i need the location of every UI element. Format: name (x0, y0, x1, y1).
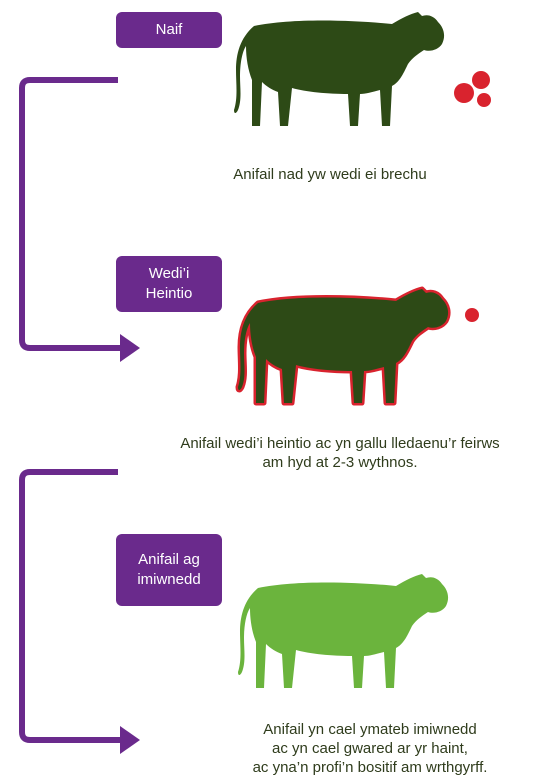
virus-particle-icon (472, 71, 490, 89)
caption-line: ac yn cael gwared ar yr haint, (272, 740, 468, 757)
caption-line: Anifail nad yw wedi ei brechu (233, 166, 427, 183)
caption-naive: Anifail nad yw wedi ei brechu (180, 165, 480, 184)
stage-label-infected: Wedi’i Heintio (116, 256, 222, 312)
arrow-head-immune (120, 726, 140, 754)
cow-naive-icon (234, 12, 445, 126)
cow-infected-icon (235, 286, 451, 406)
caption-line: ac yna’n profi’n bositif am wrthgyrff. (252, 759, 488, 776)
arrow-infected-to-immune (19, 469, 122, 743)
arrow-naive-to-infected (19, 77, 122, 351)
caption-line: am hyd at 2-3 wythnos. (262, 454, 418, 471)
label-line: Wedi’i (148, 265, 190, 282)
arrow-head-infected (120, 334, 140, 362)
caption-line: Anifail yn cael ymateb imiwnedd (263, 721, 477, 738)
virus-particle-icon (477, 93, 491, 107)
caption-infected: Anifail wedi’i heintio ac yn gallu lleda… (140, 434, 540, 472)
virus-particle-icon (454, 83, 474, 103)
stage-label-naive: Naif (116, 12, 222, 48)
label-line: Anifail ag (138, 551, 200, 568)
caption-line: Anifail wedi’i heintio ac yn gallu lleda… (180, 435, 500, 452)
label-line: Heintio (145, 285, 193, 302)
virus-particle-icon (465, 308, 479, 322)
cow-immune-icon (238, 574, 449, 688)
stage-label-immune: Anifail ag imiwnedd (116, 534, 222, 606)
label-line: imiwnedd (137, 571, 201, 588)
caption-immune: Anifail yn cael ymateb imiwnedd ac yn ca… (210, 720, 530, 777)
label-line: Naif (155, 21, 183, 38)
